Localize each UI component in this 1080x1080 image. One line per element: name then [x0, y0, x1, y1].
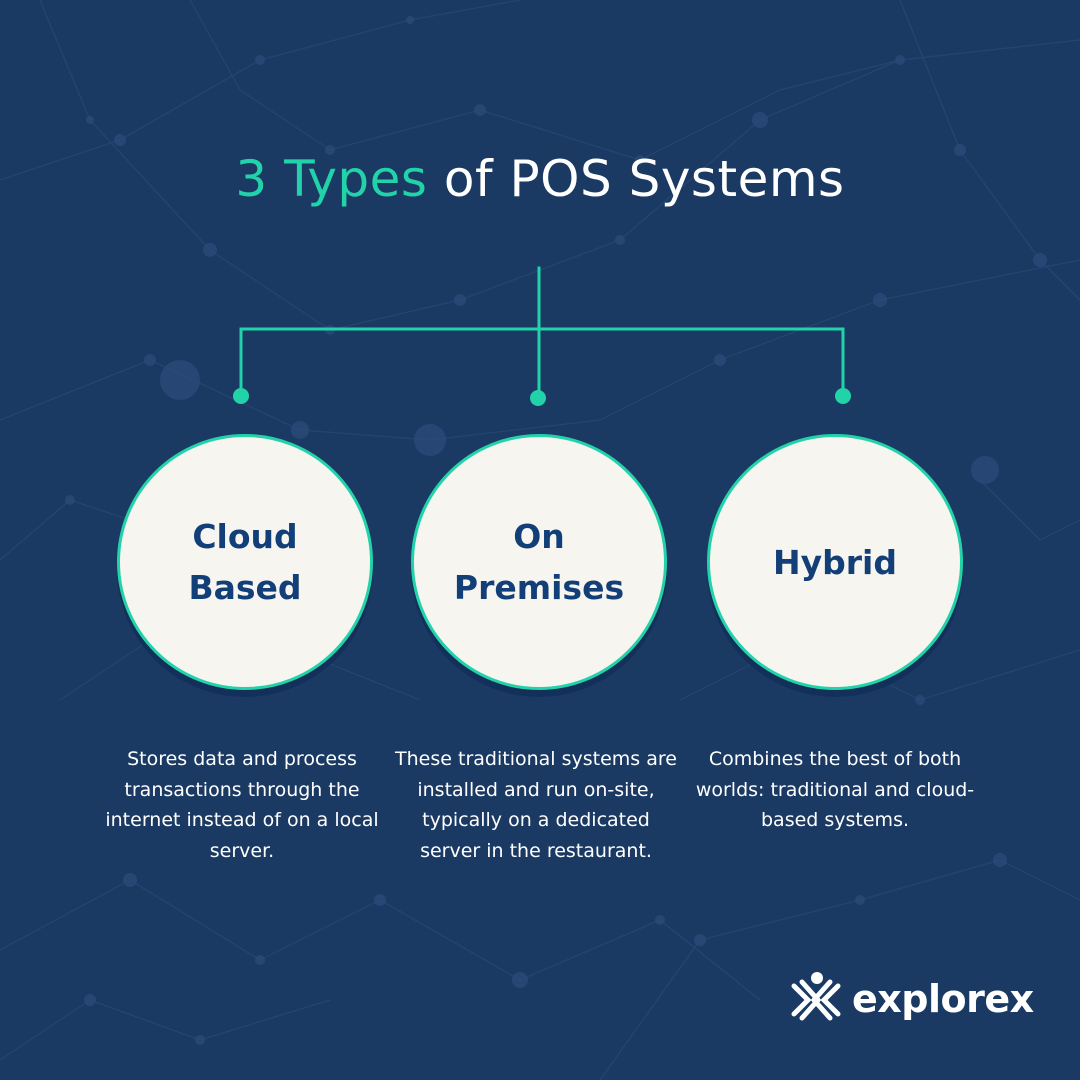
brand-name: explorex	[852, 977, 1034, 1021]
explorex-logo-icon	[791, 972, 841, 1021]
type-card-hybrid: Hybrid	[707, 434, 963, 690]
type-card-on-premises: On Premises	[411, 434, 667, 690]
type-description-hybrid: Combines the best of both worlds: tradit…	[695, 748, 975, 831]
type-label: Hybrid	[773, 542, 897, 582]
connector-node-cloud	[233, 388, 249, 404]
title-rest: of POS Systems	[427, 150, 845, 208]
page-title: 3 Types of POS Systems	[0, 150, 1080, 208]
title-accent: 3 Types	[235, 150, 428, 208]
type-description-on-premises: These traditional systems are installed …	[395, 748, 677, 862]
connector-node-hybrid	[835, 388, 851, 404]
type-description-cloud-based: Stores data and process transactions thr…	[105, 748, 379, 862]
brand-logo: explorex	[788, 970, 1034, 1028]
type-label: On Premises	[453, 517, 625, 607]
type-label: Cloud Based	[188, 517, 302, 607]
connector-node-onprem	[530, 390, 546, 406]
type-card-cloud-based: Cloud Based	[117, 434, 373, 690]
